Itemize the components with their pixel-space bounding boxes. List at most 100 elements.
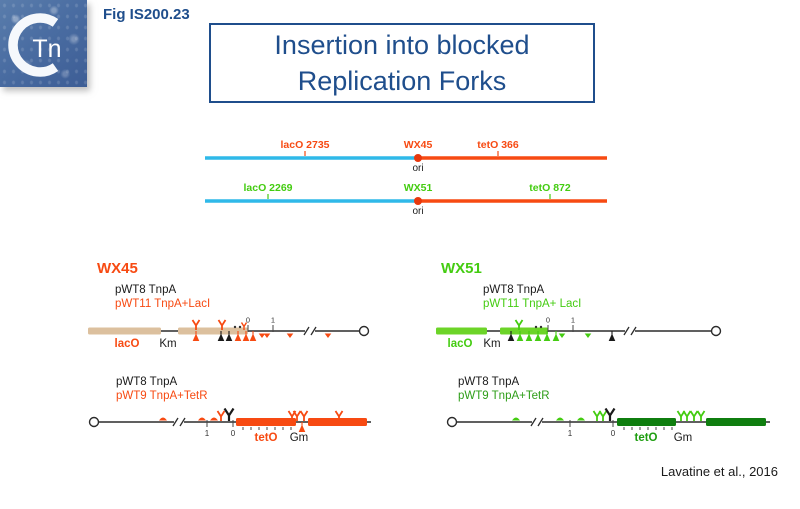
gene-bar [436,327,487,335]
citation: Lavatine et al., 2016 [660,464,778,479]
gene-label: Km [483,338,500,350]
scale-tick-label: 1 [271,316,275,325]
insertion-fork-marker [598,410,608,421]
slide-title: Insertion into blocked Replication Forks [209,23,595,103]
legend-line: pWT11 TnpA+LacI [115,297,211,310]
insertion-fork-marker [689,410,699,421]
insertion-fork-marker [696,410,706,421]
line-break-gap [174,417,184,427]
site-label: lacO 2269 [243,182,292,194]
gene-bar [88,327,161,335]
insertion-fork-marker-small [240,322,248,330]
gene-bar [500,327,548,335]
insertion-arrow-marker [516,333,524,341]
figure-label: Fig IS200.23 [103,6,190,23]
line-break-gap [532,417,542,427]
line-break-slash [172,417,179,427]
insertion-arrow-marker [234,333,242,341]
insertion-bump-marker [577,417,585,421]
legend-line: pWT8 TnpA [116,376,178,388]
site-label: tetO 366 [477,139,519,151]
logo-graphic: Tn [8,13,62,77]
legend-wx45-laco: pWT8 TnpA pWT11 TnpA+LacI [115,284,210,311]
gene-bar [236,418,296,426]
line-break-slash [630,326,637,336]
insertion-arrow-marker [543,333,551,341]
insertion-arrow-marker [525,333,533,341]
insertion-fork-marker-large [223,407,235,421]
insertion-bump-marker [198,417,206,421]
insertion-fork-marker [334,410,344,421]
insertion-arrow-marker [249,333,257,341]
insertion-dash-marker [324,333,332,338]
insertion-bump-marker [159,417,167,421]
scale-tick-label: 0 [231,429,236,438]
gene-label: tetO [255,432,278,444]
insertion-dot-marker [233,325,237,329]
gene-label: Km [159,338,176,350]
insertion-dash-marker [263,333,271,338]
panel-heading-wx45: WX45 [97,260,138,277]
strain-name-label: WX51 [404,182,433,194]
gene-label: Gm [674,432,693,444]
legend-line: pWT8 TnpA [483,284,545,296]
plasmid-end-circle [446,416,458,428]
site-label: tetO 872 [529,182,571,194]
insertion-fork-marker [191,319,201,330]
legend-wx51-laco: pWT8 TnpA pWT11 TnpA+ LacI [483,284,581,311]
insertion-arrow-marker [192,333,200,341]
title-line-2: Replication Forks [297,66,507,96]
panel-heading-wx51: WX51 [441,260,482,277]
insertion-fork-marker [299,410,309,421]
insertion-dash-marker [584,333,592,338]
legend-wx51-teto: pWT8 TnpA pWT9 TnpA+TetR [458,376,550,403]
scale-tick-label: 0 [546,316,550,325]
insertion-fork-marker [682,410,692,421]
line-break-slash [537,417,544,427]
ori-dot [414,154,422,162]
legend-line: pWT8 TnpA [115,284,177,296]
line-break-slash [530,417,537,427]
legend-line: pWT9 TnpA+TetR [458,389,550,402]
insertion-bump-marker [210,417,218,421]
insertion-fork-marker [514,319,524,330]
insertion-dash-marker [258,333,266,338]
insertion-arrow-marker [534,333,542,341]
title-line-1: Insertion into blocked [274,30,530,60]
insertion-bump-marker [512,417,520,421]
genome-map-WX51: lacO 2269 tetO 872 WX51 ori [205,182,607,217]
scale-tick-label: 0 [611,429,616,438]
insertion-dot-marker [534,325,538,329]
strain-name-label: WX45 [404,139,433,151]
insertion-dash-marker [558,333,566,338]
line-break-slash [179,417,186,427]
insertion-fork-marker-large [604,407,616,421]
plasmid-end-circle [710,325,722,337]
insertion-fork-marker [676,410,686,421]
gene-label: lacO [115,338,140,350]
site-label: lacO 2735 [280,139,329,151]
gene-label: lacO [448,338,473,350]
insertion-arrow-marker [242,333,250,341]
plasmid-end-circle [88,416,100,428]
insertion-dot-marker [539,325,543,329]
insertion-arrow-marker [217,333,225,341]
line-break-gap [305,326,315,336]
line-break-slash [623,326,630,336]
insertion-arrow-marker [507,333,515,341]
insertion-fork-marker [292,410,302,421]
ori-dot [414,197,422,205]
line-break-gap [625,326,635,336]
plasmid-end-circle [358,325,370,337]
insertion-arrow-marker [298,424,306,432]
insertion-bump-marker [556,417,564,421]
gene-label: Gm [290,432,309,444]
gene-bar [308,418,367,426]
insertion-arrow-marker [608,333,616,341]
ori-label: ori [412,206,423,217]
insertion-arrow-marker [225,333,233,341]
